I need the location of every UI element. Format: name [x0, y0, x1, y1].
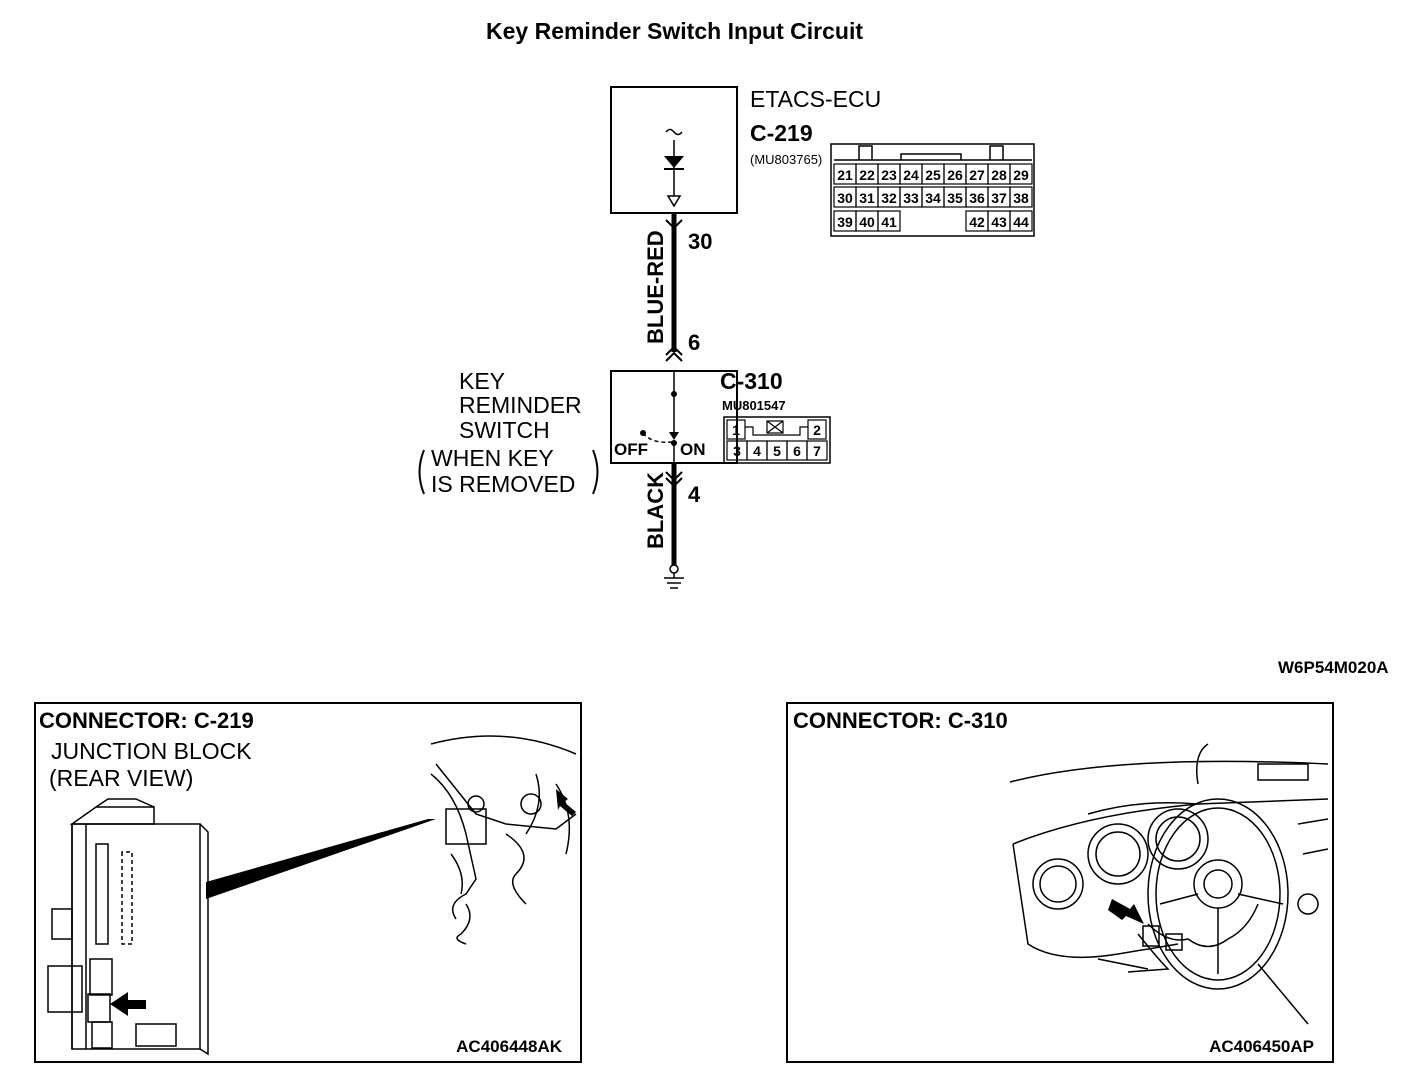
connector-c310-panel: CONNECTOR: C-310 — [786, 702, 1334, 1063]
switch-connector-id: C-310 — [720, 368, 783, 394]
ecu-part-number: (MU803765) — [750, 152, 823, 167]
c310-pin-1: 1 — [732, 422, 740, 438]
junction-block-illustration — [47, 735, 577, 1056]
c219-pin-44: 44 — [1013, 214, 1029, 230]
c219-pin-29: 29 — [1013, 167, 1029, 183]
switch-name-line-2: REMINDER — [459, 392, 582, 418]
c310-pin-4: 4 — [753, 443, 761, 459]
ecu-diode-icon — [664, 156, 684, 168]
wire-top-pin-30: 30 — [688, 229, 713, 254]
steering-column-illustration — [1009, 743, 1329, 1025]
wire-bottom-color-label: BLACK — [643, 472, 668, 549]
c219-pin-30: 30 — [837, 190, 853, 206]
switch-condition-line-2: IS REMOVED — [431, 471, 576, 497]
connector-c219-pin-diagram: 21 22 23 24 25 26 27 28 29 30 31 32 33 34 35 36 37 38 39 40… — [830, 143, 1035, 237]
panel-c219-subtitle-2: (REAR VIEW) — [49, 765, 194, 791]
c310-pin-7-cell — [806, 440, 828, 461]
c310-pin-3: 3 — [733, 443, 741, 459]
switch-part-number: MU801547 — [722, 398, 786, 413]
panel-c310-title: CONNECTOR: C-310 — [793, 708, 1008, 733]
c219-pin-41-cell — [877, 210, 901, 232]
switch-on-label: ON — [680, 440, 706, 459]
c310-pin-7: 7 — [813, 443, 821, 459]
wire-bottom-pin-4: 4 — [688, 482, 701, 507]
c219-pin-40: 40 — [859, 214, 875, 230]
c219-pin-38: 38 — [1013, 190, 1029, 206]
c219-pin-25: 25 — [925, 167, 941, 183]
wire-top-color-label: BLUE-RED — [643, 230, 668, 344]
ecu-name: ETACS-ECU — [750, 86, 882, 112]
c219-pin-22: 22 — [859, 167, 875, 183]
c219-pin-41: 41 — [881, 214, 897, 230]
switch-off-label: OFF — [614, 440, 648, 459]
panel-c310-code: AC406450AP — [1209, 1037, 1314, 1056]
ecu-ground-arrow-icon — [666, 195, 682, 208]
c219-pin-28: 28 — [991, 167, 1007, 183]
c219-pin-37: 37 — [991, 190, 1007, 206]
c219-pin-38-cell — [1009, 186, 1033, 208]
c219-pin-27: 27 — [969, 167, 985, 183]
c219-pin-44-cell — [1009, 210, 1033, 232]
c219-pin-23: 23 — [881, 167, 897, 183]
panel-c219-subtitle-1: JUNCTION BLOCK — [51, 738, 252, 764]
c219-pin-35: 35 — [947, 190, 963, 206]
page-title: Key Reminder Switch Input Circuit — [486, 18, 863, 44]
c219-pin-34: 34 — [925, 190, 941, 206]
ground-icon — [664, 564, 684, 589]
c310-lock-icon — [766, 420, 784, 434]
ecu-tilde-icon — [665, 128, 683, 136]
c219-pin-43: 43 — [991, 214, 1007, 230]
switch-condition-line-1: WHEN KEY — [431, 445, 554, 471]
panel-c219-code: AC406448AK — [456, 1037, 562, 1056]
wire-top-pin-6: 6 — [688, 330, 701, 355]
c219-pin-39: 39 — [837, 214, 853, 230]
c310-pin-6: 6 — [793, 443, 801, 459]
figure-code: W6P54M020A — [1278, 658, 1389, 677]
c219-pin-26: 26 — [947, 167, 963, 183]
switch-name-line-3: SWITCH — [459, 417, 550, 443]
panel-c219-title: CONNECTOR: C-219 — [39, 708, 254, 733]
c219-pin-42: 42 — [969, 214, 985, 230]
connector-c219-panel: CONNECTOR: C-219 JUNCTION BLOCK (REAR VI… — [34, 702, 582, 1063]
c310-pin-5: 5 — [773, 443, 781, 459]
c219-pin-31: 31 — [859, 190, 875, 206]
c219-pin-32: 32 — [881, 190, 897, 206]
c310-pin-2: 2 — [813, 422, 821, 438]
c219-pin-33: 33 — [903, 190, 919, 206]
c219-pin-36: 36 — [969, 190, 985, 206]
ecu-connector-id: C-219 — [750, 120, 813, 146]
c219-pin-29-cell — [1009, 163, 1033, 185]
c219-pin-24: 24 — [903, 167, 919, 183]
switch-name-line-1: KEY — [459, 368, 506, 394]
c219-pin-21: 21 — [837, 167, 853, 183]
